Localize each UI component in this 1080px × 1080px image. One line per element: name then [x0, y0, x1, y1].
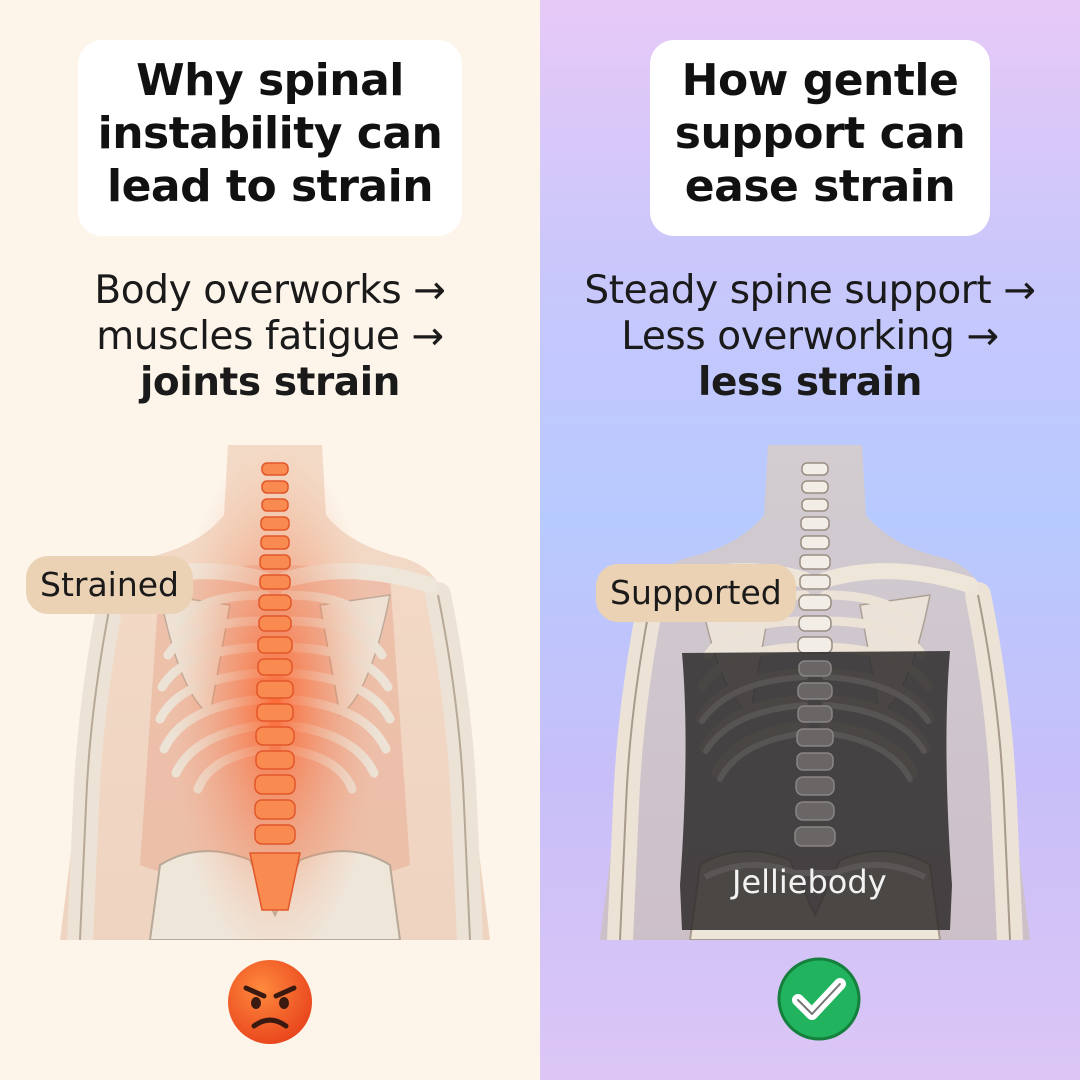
supported-tag: Supported — [596, 564, 796, 622]
support-flow-text: Steady spine support → Less overworking … — [540, 268, 1080, 406]
strain-flow-line: muscles fatigue → — [96, 314, 444, 359]
check-mark-icon — [776, 956, 862, 1042]
support-title-line: support can — [674, 108, 966, 159]
support-flow-line: Steady spine support → — [584, 268, 1036, 313]
strain-flow-text: Body overworks → muscles fatigue → joint… — [0, 268, 540, 406]
strain-title-card: Why spinal instability can lead to strai… — [78, 40, 462, 236]
support-flow-conclusion: less strain — [698, 360, 922, 405]
support-title-card: How gentle support can ease strain — [650, 40, 990, 236]
strain-flow-line: Body overworks → — [94, 268, 446, 313]
brand-label: Jelliebody — [732, 863, 887, 901]
angry-face-icon — [226, 958, 314, 1046]
strain-title-line: Why spinal — [136, 55, 404, 106]
support-title-line: ease strain — [684, 161, 956, 212]
support-panel: How gentle support can ease strain Stead… — [540, 0, 1080, 1080]
support-flow-line: Less overworking → — [621, 314, 999, 359]
strained-tag: Strained — [26, 556, 194, 614]
strain-title-line: lead to strain — [106, 161, 434, 212]
strained-skeleton-illustration — [50, 445, 500, 940]
support-title-line: How gentle — [681, 55, 959, 106]
strain-panel: Why spinal instability can lead to strai… — [0, 0, 540, 1080]
strain-flow-conclusion: joints strain — [139, 360, 401, 405]
strain-title-line: instability can — [97, 108, 443, 159]
